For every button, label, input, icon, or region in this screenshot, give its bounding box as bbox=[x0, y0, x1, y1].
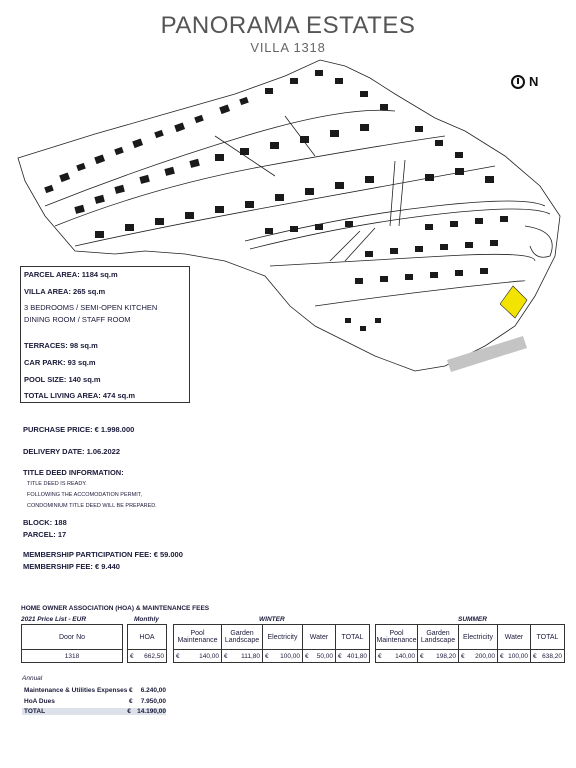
currency-symbol: € bbox=[338, 652, 342, 660]
villa-details-box: PARCEL AREA: 1184 sq.m VILLA AREA: 265 s… bbox=[20, 266, 190, 403]
price-list-label: 2021 Price List - EUR bbox=[21, 616, 87, 623]
winter-table: Pool Maintenance Garden Landscape Electr… bbox=[173, 624, 370, 663]
pool-header: Pool Maintenance bbox=[173, 624, 222, 650]
electricity-header: Electricity bbox=[262, 624, 303, 650]
currency-symbol: € bbox=[130, 652, 134, 660]
annual-row-name: TOTAL bbox=[24, 708, 46, 715]
north-label: N bbox=[529, 74, 539, 89]
villa-area: VILLA AREA: 265 sq.m bbox=[24, 287, 106, 296]
membership-fee: MEMBERSHIP FEE: € 9.440 bbox=[23, 562, 120, 571]
summer-electricity-value: 200,00 bbox=[475, 652, 495, 660]
summer-label: SUMMER bbox=[458, 616, 487, 623]
hoa-value: 662,50 bbox=[144, 652, 164, 660]
currency-symbol: € bbox=[305, 652, 309, 660]
water-header: Water bbox=[302, 624, 336, 650]
winter-garden-value: 111,80 bbox=[241, 652, 260, 660]
villa-subtitle: VILLA 1318 bbox=[250, 40, 326, 55]
parcel-area: PARCEL AREA: 1184 sq.m bbox=[24, 270, 118, 279]
currency-symbol: € bbox=[420, 652, 424, 660]
summer-garden-value: 198,20 bbox=[436, 652, 456, 660]
summer-total-value: 638,20 bbox=[542, 652, 562, 660]
summer-water-value: 100,00 bbox=[508, 652, 528, 660]
compass-icon bbox=[511, 74, 525, 89]
annual-row-amount: 6.240,00 bbox=[140, 687, 166, 694]
summer-table: Pool Maintenance Garden Landscape Electr… bbox=[375, 624, 565, 663]
annual-row: HoA Dues € 7.950,00 bbox=[22, 698, 166, 705]
site-plan-map bbox=[17, 59, 561, 372]
hoa-header: HOA bbox=[127, 624, 167, 650]
annual-row-amount: 7.950,00 bbox=[140, 698, 166, 705]
winter-pool-value: 140,00 bbox=[199, 652, 219, 660]
door-no-header: Door No bbox=[21, 624, 123, 650]
total-living-area: TOTAL LIVING AREA: 474 sq.m bbox=[24, 391, 135, 400]
currency-symbol: € bbox=[378, 652, 382, 660]
currency-symbol: € bbox=[129, 698, 133, 705]
terraces: TERRACES: 98 sq.m bbox=[24, 341, 98, 350]
water-header: Water bbox=[497, 624, 531, 650]
currency-symbol: € bbox=[224, 652, 228, 660]
electricity-header: Electricity bbox=[458, 624, 498, 650]
door-table: Door No 1318 bbox=[21, 624, 123, 663]
annual-row-name: HoA Dues bbox=[24, 698, 55, 705]
title-deed-line: FOLLOWING THE ACCOMODATION PERMIT, bbox=[27, 492, 143, 498]
pool-size: POOL SIZE: 140 sq.m bbox=[24, 375, 101, 384]
currency-symbol: € bbox=[129, 687, 133, 694]
winter-electricity-value: 100,00 bbox=[280, 652, 300, 660]
currency-symbol: € bbox=[500, 652, 504, 660]
title-deed-heading: TITLE DEED INFORMATION: bbox=[23, 468, 124, 477]
title-deed-line: TITLE DEED IS READY. bbox=[27, 481, 87, 487]
winter-total-value: 401,80 bbox=[347, 652, 367, 660]
monthly-label: Monthly bbox=[134, 616, 159, 623]
currency-symbol: € bbox=[127, 708, 131, 715]
page-title: PANORAMA ESTATES bbox=[160, 12, 416, 39]
total-header: TOTAL bbox=[335, 624, 370, 650]
garden-header: Garden Landscape bbox=[221, 624, 263, 650]
rooms-line-1: 3 BEDROOMS / SEMI-OPEN KITCHEN bbox=[24, 303, 158, 312]
annual-total-row: TOTAL € 14.190,00 bbox=[22, 708, 166, 715]
delivery-date: DELIVERY DATE: 1.06.2022 bbox=[23, 447, 120, 456]
currency-symbol: € bbox=[176, 652, 180, 660]
garden-header: Garden Landscape bbox=[417, 624, 459, 650]
winter-water-value: 50,00 bbox=[316, 652, 333, 660]
total-header: TOTAL bbox=[530, 624, 565, 650]
parking-strip bbox=[447, 336, 527, 372]
annual-row: Maintenance & Utilities Expenses € 6.240… bbox=[22, 687, 166, 694]
hoa-title: HOME OWNER ASSOCIATION (HOA) & MAINTENAN… bbox=[21, 605, 210, 612]
car-park: CAR PARK: 93 sq.m bbox=[24, 358, 96, 367]
currency-symbol: € bbox=[533, 652, 537, 660]
annual-row-amount: 14.190,00 bbox=[137, 708, 166, 715]
north-indicator: N bbox=[511, 74, 538, 89]
annual-label: Annual bbox=[22, 675, 43, 682]
annual-row-name: Maintenance & Utilities Expenses bbox=[24, 687, 128, 694]
currency-symbol: € bbox=[265, 652, 269, 660]
winter-label: WINTER bbox=[259, 616, 285, 623]
membership-participation-fee: MEMBERSHIP PARTICIPATION FEE: € 59.000 bbox=[23, 550, 183, 559]
block-number: BLOCK: 188 bbox=[23, 518, 67, 527]
purchase-price: PURCHASE PRICE: € 1.998.000 bbox=[23, 425, 135, 434]
title-deed-line: CONDOMINIUM TITLE DEED WILL BE PREPARED. bbox=[27, 503, 157, 509]
pool-header: Pool Maintenance bbox=[375, 624, 418, 650]
summer-pool-value: 140,00 bbox=[395, 652, 415, 660]
rooms-line-2: DINING ROOM / STAFF ROOM bbox=[24, 315, 131, 324]
hoa-table: HOA €662,50 bbox=[127, 624, 167, 663]
currency-symbol: € bbox=[461, 652, 465, 660]
villa-plot-highlight bbox=[499, 285, 528, 319]
door-no-value: 1318 bbox=[21, 649, 123, 663]
parcel-number: PARCEL: 17 bbox=[23, 530, 67, 539]
